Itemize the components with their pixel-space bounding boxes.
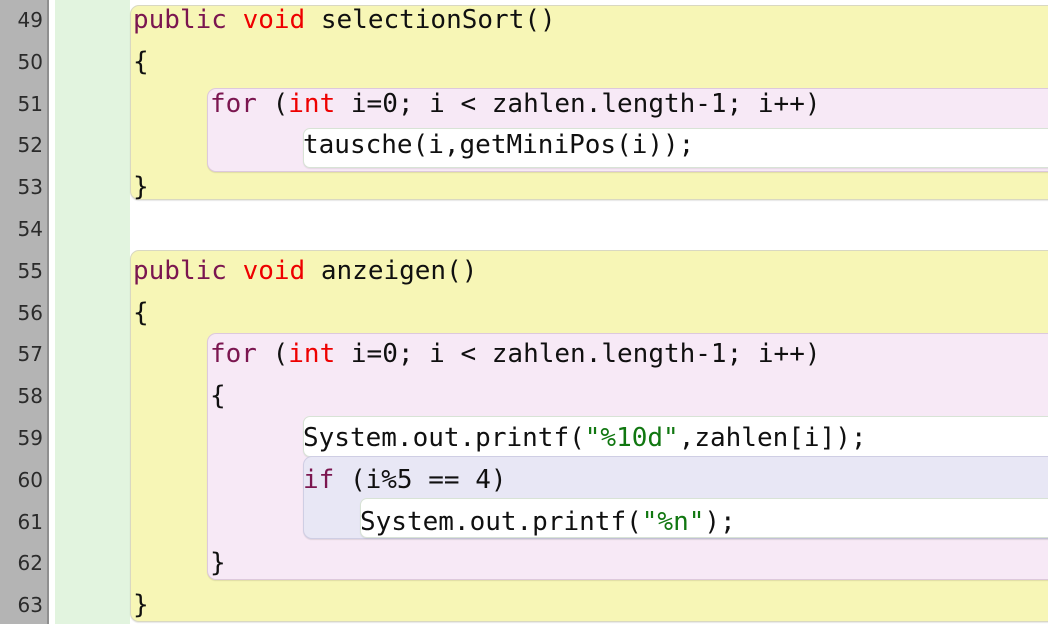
line-number-59[interactable]: 59 xyxy=(17,426,43,450)
code-token-61-0: System.out.printf( xyxy=(360,506,642,537)
code-token-49-3: selectionSort() xyxy=(305,5,556,35)
line-number-53[interactable]: 53 xyxy=(17,175,43,200)
code-token-49-1 xyxy=(227,5,243,35)
code-line-53[interactable]: } xyxy=(133,167,149,209)
code-line-57[interactable]: for (int i=0; i < zahlen.length-1; i++) xyxy=(210,334,821,376)
code-line-52[interactable]: tausche(i,getMiniPos(i)); xyxy=(303,125,694,167)
line-number-57[interactable]: 57 xyxy=(17,342,43,367)
line-number-54[interactable]: 54 xyxy=(17,217,43,241)
code-token-61-1: "%n" xyxy=(641,506,705,537)
code-line-51[interactable]: for (int i=0; i < zahlen.length-1; i++) xyxy=(210,84,821,126)
code-token-61-2: ); xyxy=(704,506,736,537)
code-token-55-0: public xyxy=(133,255,227,286)
statement-printf-newline[interactable] xyxy=(360,498,1048,538)
code-token-55-3: anzeigen() xyxy=(305,255,478,286)
code-token-59-1: "%10d" xyxy=(584,423,679,453)
code-token-55-2: void xyxy=(242,255,306,286)
code-token-51-3: i=0; i < zahlen.length-1; i++) xyxy=(335,88,821,119)
code-line-60[interactable]: if (i%5 == 4) xyxy=(303,460,507,502)
code-token-51-0: for xyxy=(210,88,257,119)
line-number-58[interactable]: 58 xyxy=(17,384,43,409)
line-number-52[interactable]: 52 xyxy=(17,133,43,158)
line-number-62[interactable]: 62 xyxy=(17,551,43,576)
code-line-59[interactable]: System.out.printf("%10d",zahlen[i]); xyxy=(303,418,867,460)
code-line-49[interactable]: public void selectionSort() xyxy=(133,0,556,42)
code-token-55-1 xyxy=(227,256,243,286)
line-number-49[interactable]: 49 xyxy=(17,8,43,32)
code-token-49-2: void xyxy=(242,5,306,35)
code-line-55[interactable]: public void anzeigen() xyxy=(133,251,477,293)
code-token-57-1: ( xyxy=(256,339,289,370)
code-line-50[interactable]: { xyxy=(133,42,149,84)
code-token-57-3: i=0; i < zahlen.length-1; i++) xyxy=(335,339,821,370)
code-token-50-0: { xyxy=(133,46,149,77)
code-token-60-1: (i%5 == 4) xyxy=(334,464,507,495)
code-line-61[interactable]: System.out.printf("%n"); xyxy=(360,502,736,544)
code-line-58[interactable]: { xyxy=(210,376,226,418)
line-number-50[interactable]: 50 xyxy=(17,49,43,74)
code-token-56-0: { xyxy=(133,297,149,328)
code-token-63-0: } xyxy=(133,590,149,621)
code-token-57-2: int xyxy=(288,339,336,370)
code-token-62-0: } xyxy=(210,548,226,579)
line-number-56[interactable]: 56 xyxy=(17,300,43,325)
statement-tausche[interactable] xyxy=(303,128,1048,168)
line-number-63[interactable]: 63 xyxy=(17,593,43,618)
code-token-52-0: tausche(i,getMiniPos(i)); xyxy=(303,130,695,161)
line-number-61[interactable]: 61 xyxy=(17,509,43,534)
line-number-60[interactable]: 60 xyxy=(17,467,43,492)
code-line-56[interactable]: { xyxy=(133,293,149,335)
code-line-63[interactable]: } xyxy=(133,585,149,624)
code-token-51-2: int xyxy=(288,88,336,119)
line-number-gutter[interactable]: 49 50 51 52 53 54 55 56 57 58 59 60 61 62 63 xyxy=(0,0,49,624)
code-token-59-0: System.out.printf( xyxy=(303,423,585,453)
code-token-53-0: } xyxy=(133,172,149,203)
code-token-57-0: for xyxy=(210,339,257,370)
code-token-60-0: if xyxy=(303,464,335,495)
code-line-62[interactable]: } xyxy=(210,543,226,585)
code-token-58-0: { xyxy=(210,381,226,412)
line-number-51[interactable]: 51 xyxy=(17,91,43,116)
code-token-59-2: ,zahlen[i]); xyxy=(678,423,867,453)
code-token-51-1: ( xyxy=(256,88,289,119)
line-number-55[interactable]: 55 xyxy=(17,258,43,283)
code-token-49-0: public xyxy=(133,5,227,35)
